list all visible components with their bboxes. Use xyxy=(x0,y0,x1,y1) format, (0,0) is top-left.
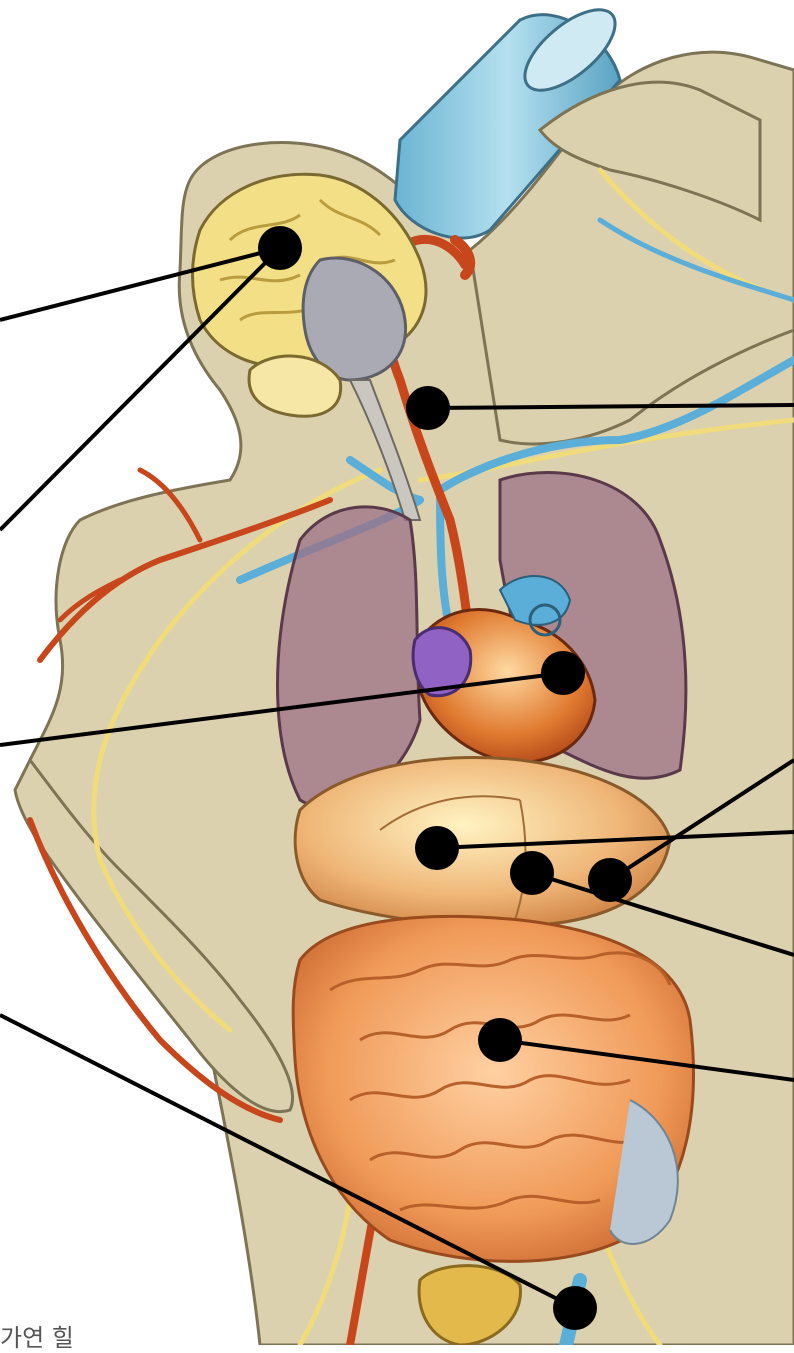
marker-dot-brain xyxy=(258,226,302,270)
marker-dot-heart xyxy=(541,651,585,695)
marker-dot-liver xyxy=(415,826,459,870)
marker-dot-spinal-cord xyxy=(406,386,450,430)
credit-text: 가연 힐 xyxy=(0,1318,74,1353)
marker-dot-stomach xyxy=(510,851,554,895)
marker-dot-intestines xyxy=(478,1018,522,1062)
intestines xyxy=(293,916,693,1261)
marker-dot-bladder xyxy=(553,1286,597,1330)
marker-dot-spleen xyxy=(588,858,632,902)
